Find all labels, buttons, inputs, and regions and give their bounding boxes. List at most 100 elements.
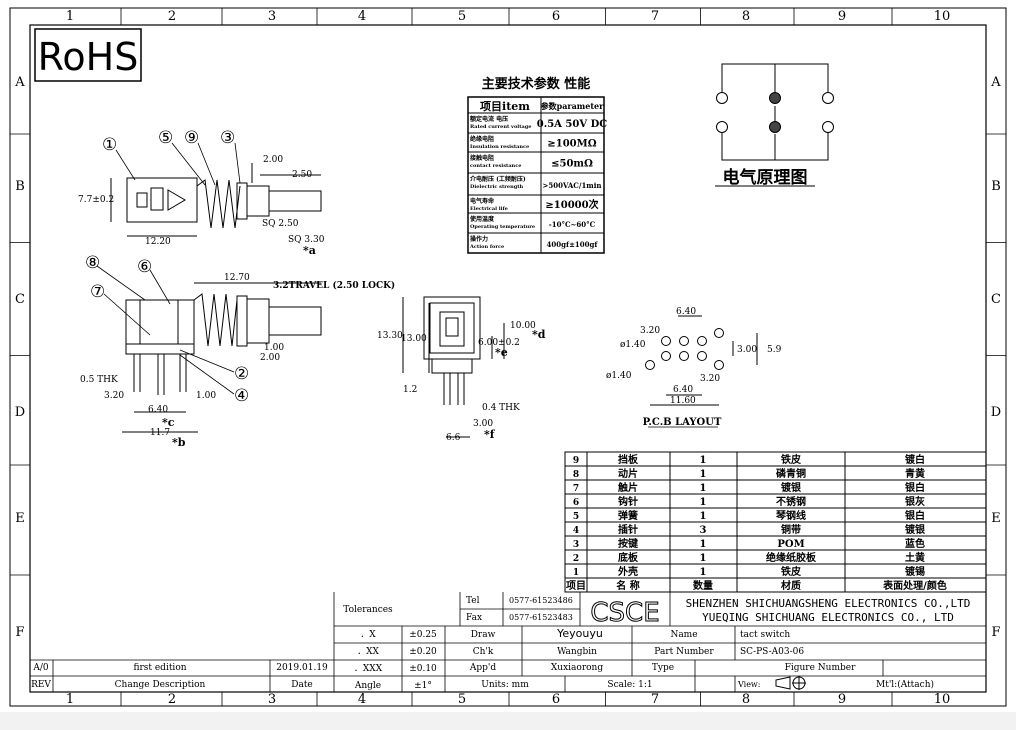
tb-tel-label: Tel [466, 596, 480, 606]
bom-qty: 1 [700, 497, 707, 508]
param-value: >500VAC/1min [543, 181, 602, 190]
dim-b: *b [172, 436, 186, 449]
grid-col-label: 7 [651, 9, 659, 24]
grid-row-label: A [14, 75, 25, 90]
bom-fin: 镀白 [905, 453, 925, 466]
dim-thk-0-5: 0.5 THK [80, 375, 118, 385]
pcb-dim-5-9: 5.9 [767, 345, 782, 355]
grid-col-label: 9 [838, 9, 846, 24]
dim-sq3-30: SQ 3.30 [288, 235, 325, 245]
tol-value: ±0.25 [409, 630, 437, 640]
grid-col-label: 2 [168, 9, 176, 24]
dim-13-30: 13.30 [377, 331, 403, 341]
grid-col-label: 6 [552, 692, 560, 707]
param-name-cn: 操作力 [470, 235, 488, 243]
tb-app-value: Xuxiaorong [551, 663, 603, 673]
grid-row-label: B [991, 179, 1001, 194]
bom-qty: 1 [700, 553, 707, 564]
bom-no: 9 [573, 456, 579, 466]
tb-fax-value: 0577-61523483 [509, 613, 573, 622]
bom-qty: 1 [700, 511, 707, 522]
dim-e: *e [495, 346, 508, 359]
dim-6-40: 6.40 [148, 405, 168, 415]
bom-mat: 铁皮 [781, 565, 801, 578]
bom-mat: 不锈钢 [776, 495, 806, 508]
grid-row-label: C [15, 292, 25, 307]
bom-mat: 镀银 [781, 481, 802, 494]
tb-name-label: Name [670, 630, 697, 640]
front-view [402, 296, 505, 438]
bom-qty: 1 [700, 567, 707, 578]
tol-value: ±0.10 [409, 664, 437, 674]
rev-0-desc: first edition [133, 663, 186, 673]
grid-col-label: 8 [742, 692, 750, 707]
dim-11-7: 11.7 [150, 428, 170, 438]
bom-no: 3 [573, 540, 579, 550]
rev-header: REV [31, 680, 51, 690]
grid-row-label: B [15, 179, 25, 194]
tb-draw-label: Draw [471, 630, 496, 640]
param-name-en: Insulation resistance [470, 144, 529, 150]
pcb-layout [645, 315, 758, 406]
bom-mat: 磷青铜 [776, 467, 806, 480]
bom-qty: 3 [700, 525, 707, 536]
grid-row-label: D [15, 405, 25, 420]
grid-col-label: 10 [934, 692, 951, 707]
param-name-cn: 额定电流 电压 [470, 115, 508, 123]
tol-label: ．XX [357, 647, 379, 657]
grid-row-label: E [15, 511, 25, 526]
params-head-param: 参数parameter [540, 101, 605, 111]
grid-col-label: 5 [458, 9, 466, 24]
bom-fin: 银白 [905, 481, 925, 494]
grid-col-label: 10 [934, 9, 951, 24]
dim-3-00: 3.00 [473, 419, 493, 429]
param-value: ≥100MΩ [547, 139, 596, 150]
rev-desc-header: Change Description [115, 680, 206, 690]
tb-pn-label: Part Number [654, 647, 714, 657]
grid-row-label: C [991, 292, 1001, 307]
balloon-leaders [96, 142, 241, 395]
param-name-cn: 接触电阻 [469, 154, 494, 162]
dim-6-6: 6.6 [446, 433, 461, 443]
param-name-cn: 介电耐压 (工频耐压) [469, 175, 526, 183]
bom-fin: 土黄 [905, 551, 925, 564]
param-name-en: Action force [469, 244, 504, 250]
tb-tolerances: Tolerances [343, 605, 393, 615]
title-block [30, 592, 986, 692]
tol-value: ±1° [414, 681, 432, 691]
bom-name: 弹簧 [618, 509, 638, 522]
param-value: ≤50mΩ [551, 159, 593, 170]
param-name-cn: 电气寿命 [470, 197, 495, 205]
tol-label: Angle [354, 681, 381, 691]
bom-mat: 绝缘纸胶板 [766, 551, 817, 564]
dim-6-00: 6.00±0.2 [478, 338, 520, 348]
rev-0: A/0 [32, 663, 49, 673]
rev-0-date: 2019.01.19 [276, 663, 328, 673]
balloon-5: ⑤ [158, 128, 173, 148]
bom-fin: 镀银 [905, 523, 926, 536]
grid-col-label: 3 [268, 9, 276, 24]
bom-fin: 镀锡 [905, 565, 925, 578]
dim-f: *f [484, 428, 496, 441]
balloon-7: ⑦ [90, 282, 105, 302]
bom-mat: 琴钢线 [775, 509, 806, 522]
dim-12-20: 12.20 [145, 237, 171, 247]
pcb-title: P.C.B LAYOUT [643, 417, 722, 428]
bom-head-mat: 材质 [781, 579, 801, 592]
grid-col-label: 5 [458, 692, 466, 707]
param-name-en: Electrical life [470, 206, 508, 212]
params-head-item: 项目item [480, 100, 530, 113]
grid-col-label: 2 [168, 692, 176, 707]
grid-row-label: A [990, 75, 1001, 90]
bom-name: 外壳 [617, 565, 638, 578]
bom-name: 触片 [617, 481, 638, 494]
grid-row-label: F [15, 625, 24, 640]
schematic [715, 63, 834, 187]
tb-type-label: Type [652, 663, 674, 673]
tb-draw-value: Yeyouyu [556, 627, 603, 640]
bom-no: 5 [573, 512, 579, 522]
bom-no: 4 [573, 526, 579, 536]
rev-date-header: Date [291, 680, 313, 690]
